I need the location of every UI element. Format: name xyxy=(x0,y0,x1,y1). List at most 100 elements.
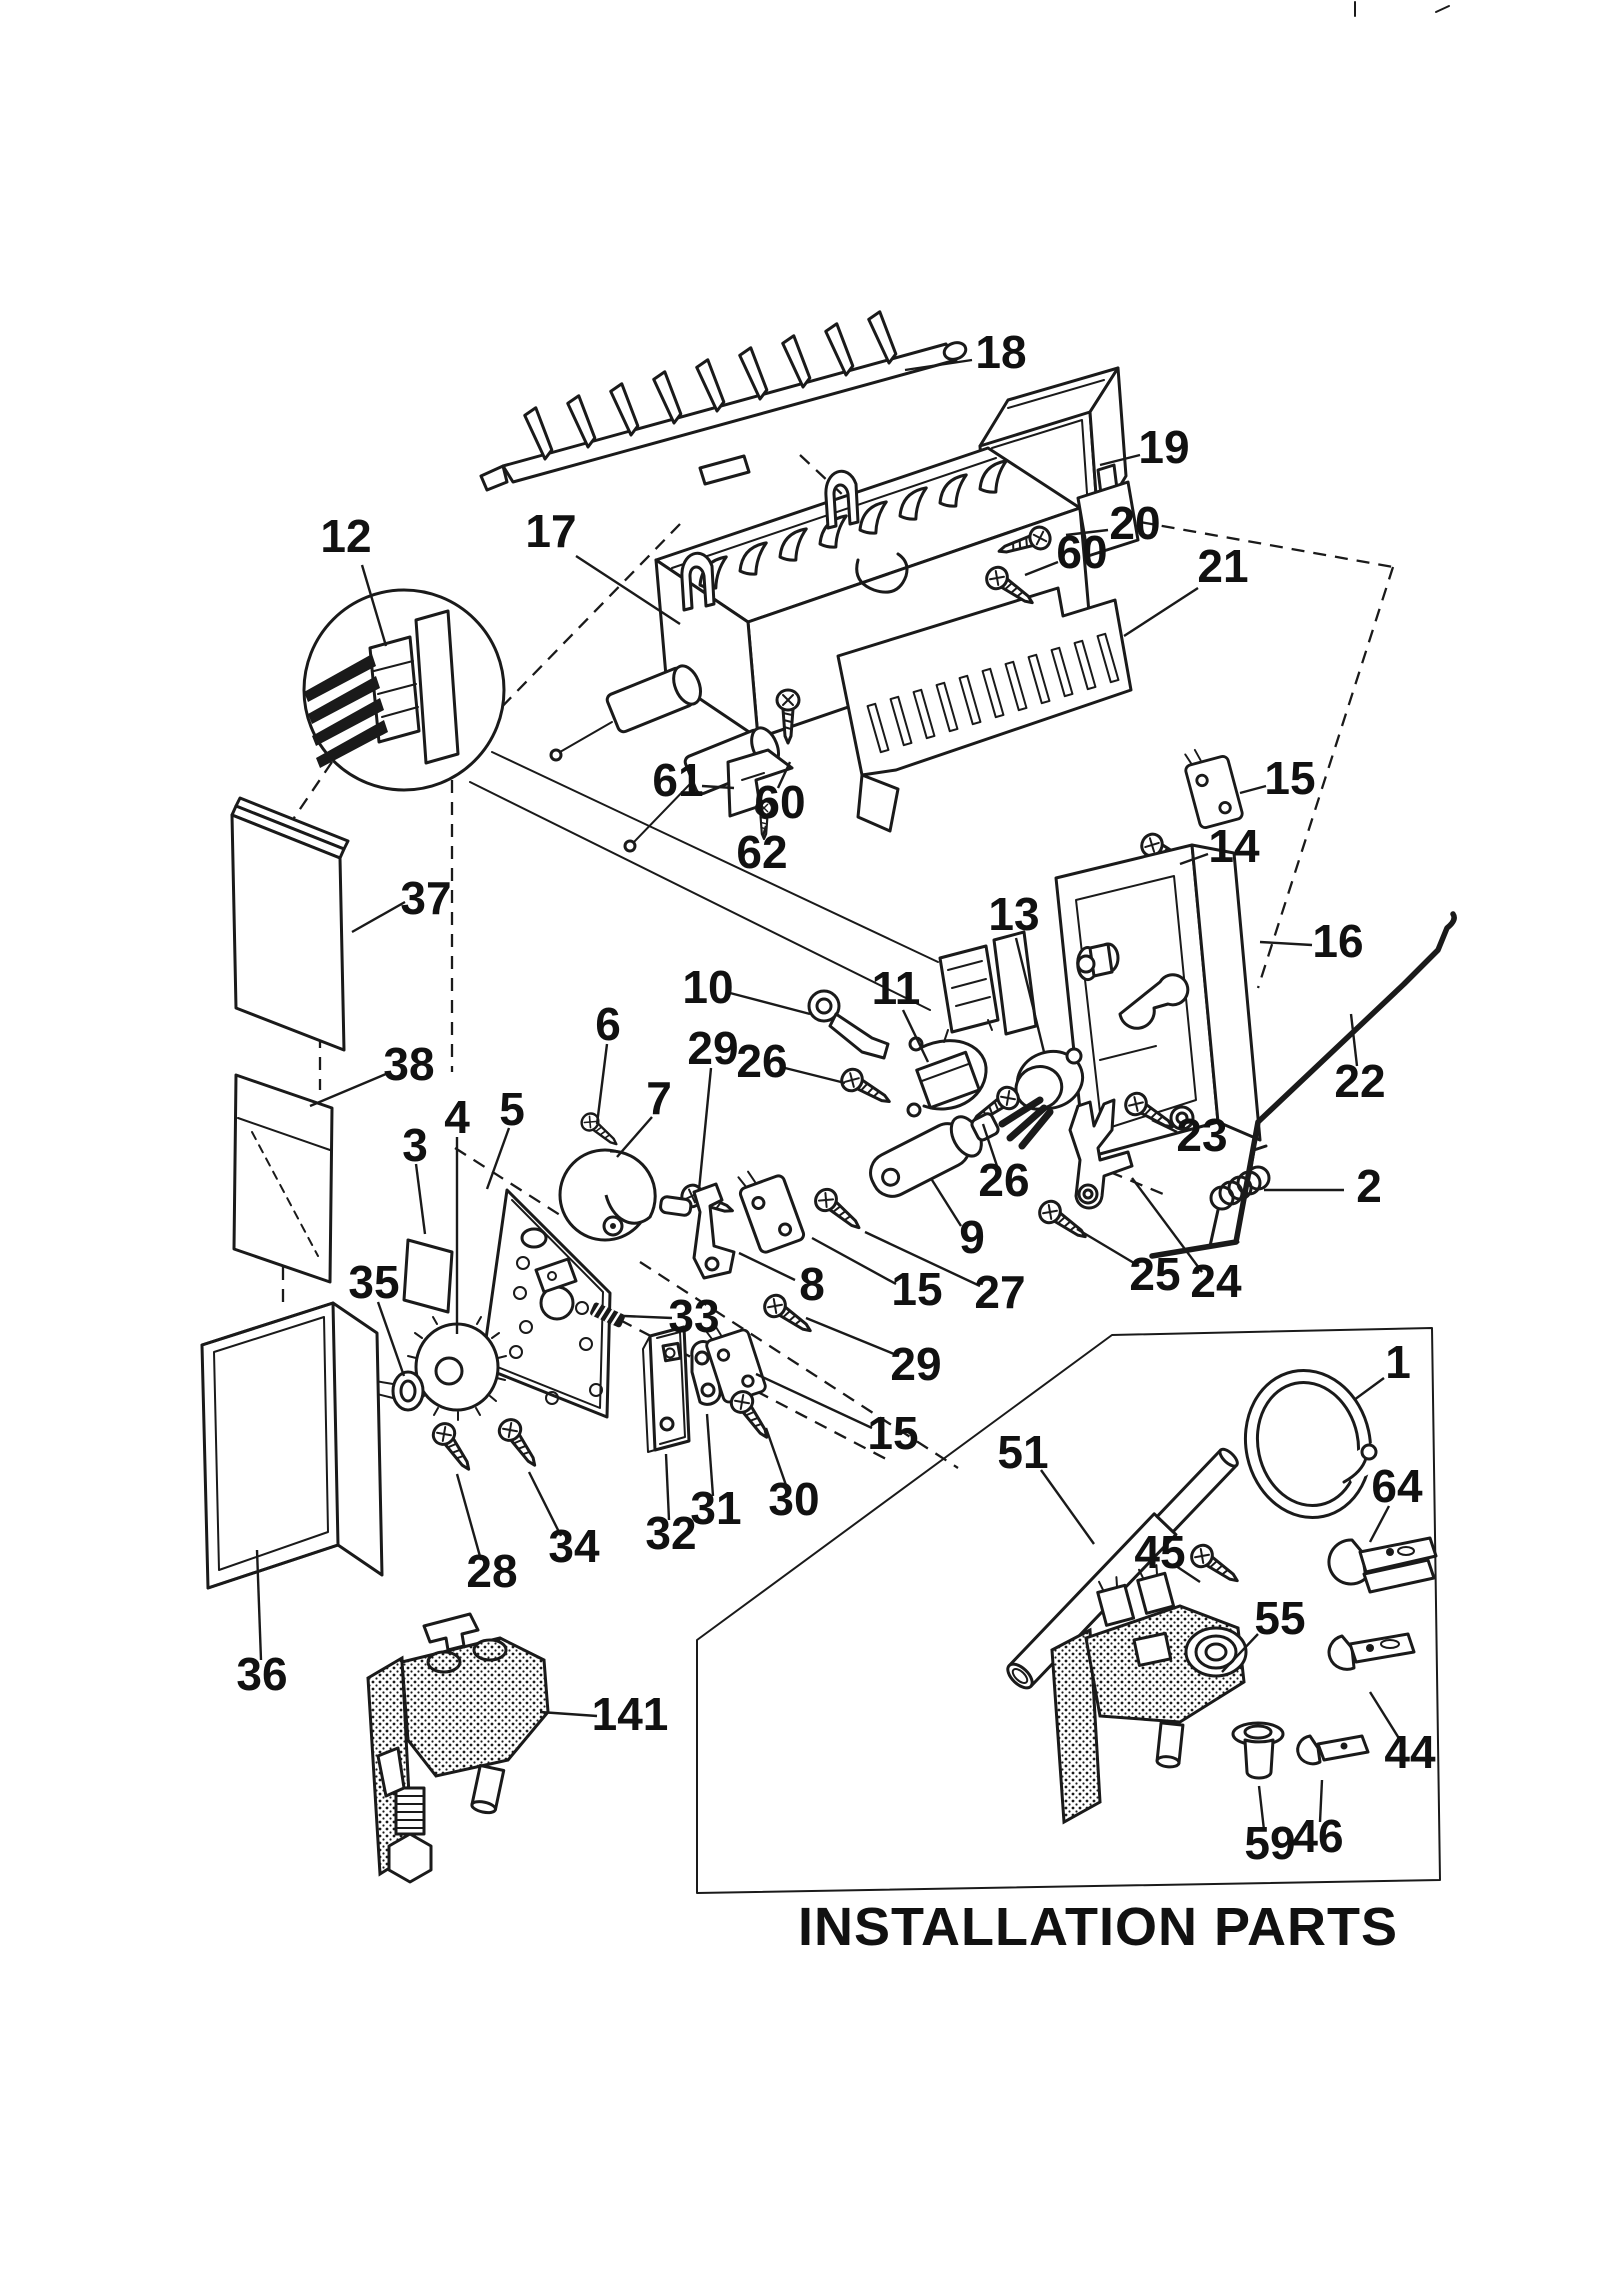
callout-20: 20 xyxy=(1065,497,1161,549)
callout-leader-22 xyxy=(1349,1013,1359,1067)
callout-label-19: 19 xyxy=(1138,421,1189,473)
callout-64: 64 xyxy=(1368,1460,1423,1543)
callout-15b: 15 xyxy=(811,1236,943,1315)
callout-label-22: 22 xyxy=(1334,1055,1385,1107)
callout-28: 28 xyxy=(455,1473,518,1597)
callout-141: 141 xyxy=(539,1688,669,1740)
callout-60b: 60 xyxy=(754,761,806,828)
callout-leader-51 xyxy=(1040,1469,1095,1545)
callout-leader-21 xyxy=(1123,586,1199,638)
callout-label-23: 23 xyxy=(1176,1109,1227,1161)
callout-label-12: 12 xyxy=(320,510,371,562)
bracket-8 xyxy=(692,1182,736,1280)
callout-leader-60a xyxy=(1024,560,1059,577)
callout-44: 44 xyxy=(1368,1691,1436,1778)
callout-label-59: 59 xyxy=(1244,1817,1295,1869)
callout-leader-61 xyxy=(701,784,735,790)
callout-label-44: 44 xyxy=(1384,1726,1436,1778)
bushing-59 xyxy=(1231,1721,1285,1780)
callout-35: 35 xyxy=(348,1256,406,1377)
callout-leader-55 xyxy=(1221,1633,1259,1673)
callout-leader-14 xyxy=(1179,852,1209,866)
clip-61 xyxy=(726,748,794,818)
installation-parts-box xyxy=(696,1327,1441,1894)
callout-17: 17 xyxy=(525,505,681,626)
callout-leader-26a xyxy=(784,1066,846,1085)
callout-leader-64 xyxy=(1368,1505,1391,1543)
callout-leader-36 xyxy=(255,1549,263,1661)
callout-label-64: 64 xyxy=(1371,1460,1423,1512)
callout-leader-32 xyxy=(664,1453,671,1521)
ejector-blade-18 xyxy=(479,310,968,492)
callout-leader-44 xyxy=(1368,1691,1402,1741)
callout-label-141: 141 xyxy=(592,1688,669,1740)
callout-36: 36 xyxy=(236,1549,288,1700)
callout-label-21: 21 xyxy=(1197,540,1248,592)
callout-leader-3 xyxy=(414,1163,427,1235)
callout-31: 31 xyxy=(690,1413,742,1534)
callout-1: 1 xyxy=(1353,1336,1411,1401)
callout-18: 18 xyxy=(904,326,1027,378)
callout-label-36: 36 xyxy=(236,1648,287,1700)
callout-leader-29a xyxy=(697,1067,713,1191)
callout-leader-28 xyxy=(455,1473,483,1561)
clamp-64 xyxy=(1327,1536,1438,1594)
callout-62: 62 xyxy=(736,825,788,878)
callout-45: 45 xyxy=(1134,1526,1201,1583)
callout-60a: 60 xyxy=(1024,526,1108,578)
callout-26a: 26 xyxy=(736,1035,846,1087)
callout-leader-46 xyxy=(1318,1779,1324,1823)
callout-leader-9 xyxy=(930,1179,963,1227)
callout-12: 12 xyxy=(320,510,388,647)
water-valve-141 xyxy=(366,1612,550,1884)
callout-label-17: 17 xyxy=(525,505,576,557)
fork-arm-24 xyxy=(1068,1098,1134,1210)
callout-label-55: 55 xyxy=(1254,1592,1305,1644)
callout-61: 61 xyxy=(652,754,735,806)
callout-label-27: 27 xyxy=(974,1266,1025,1318)
callout-23: 23 xyxy=(1151,1109,1228,1161)
callout-32: 32 xyxy=(645,1453,697,1559)
spring-2 xyxy=(1208,1144,1271,1248)
callout-label-11: 11 xyxy=(872,962,921,1014)
callout-3: 3 xyxy=(402,1119,428,1235)
callout-label-2: 2 xyxy=(1356,1160,1382,1212)
callout-30: 30 xyxy=(764,1427,820,1525)
callout-27: 27 xyxy=(864,1230,1026,1318)
callout-label-6: 6 xyxy=(595,998,621,1050)
callout-leader-15c xyxy=(755,1372,873,1430)
callout-26b: 26 xyxy=(978,1123,1030,1206)
callout-11: 11 xyxy=(872,962,930,1063)
callout-29a: 29 xyxy=(687,1022,739,1191)
callout-label-30: 30 xyxy=(768,1473,819,1525)
callout-leader-38 xyxy=(309,1072,387,1108)
harness-wires xyxy=(304,654,388,768)
callout-label-31: 31 xyxy=(690,1482,741,1534)
callout-22: 22 xyxy=(1334,1013,1386,1107)
section-title: INSTALLATION PARTS xyxy=(798,1897,1398,1957)
switch-15a xyxy=(1179,740,1245,831)
callout-label-16: 16 xyxy=(1312,915,1363,967)
callout-leader-33 xyxy=(623,1314,673,1320)
manual-37 xyxy=(230,796,350,1052)
tubing-ring-1 xyxy=(1243,1368,1392,1520)
callout-label-33: 33 xyxy=(668,1290,719,1342)
callout-leader-7 xyxy=(616,1116,653,1158)
callout-2: 2 xyxy=(1264,1160,1382,1212)
callout-label-35: 35 xyxy=(348,1256,399,1308)
callout-label-8: 8 xyxy=(799,1258,825,1310)
callout-label-26b: 26 xyxy=(978,1154,1029,1206)
cover-36 xyxy=(200,1301,384,1590)
clamp-44 xyxy=(1327,1632,1416,1671)
callout-leader-11 xyxy=(901,1009,930,1063)
housing-16 xyxy=(1054,843,1262,1160)
callout-10: 10 xyxy=(682,961,811,1016)
callout-leader-35 xyxy=(376,1301,406,1377)
callout-leader-1 xyxy=(1353,1377,1385,1401)
callout-29b: 29 xyxy=(805,1316,942,1390)
callout-8: 8 xyxy=(738,1251,825,1310)
callout-label-4: 4 xyxy=(444,1091,470,1143)
ice-mold-17 xyxy=(549,446,1140,853)
